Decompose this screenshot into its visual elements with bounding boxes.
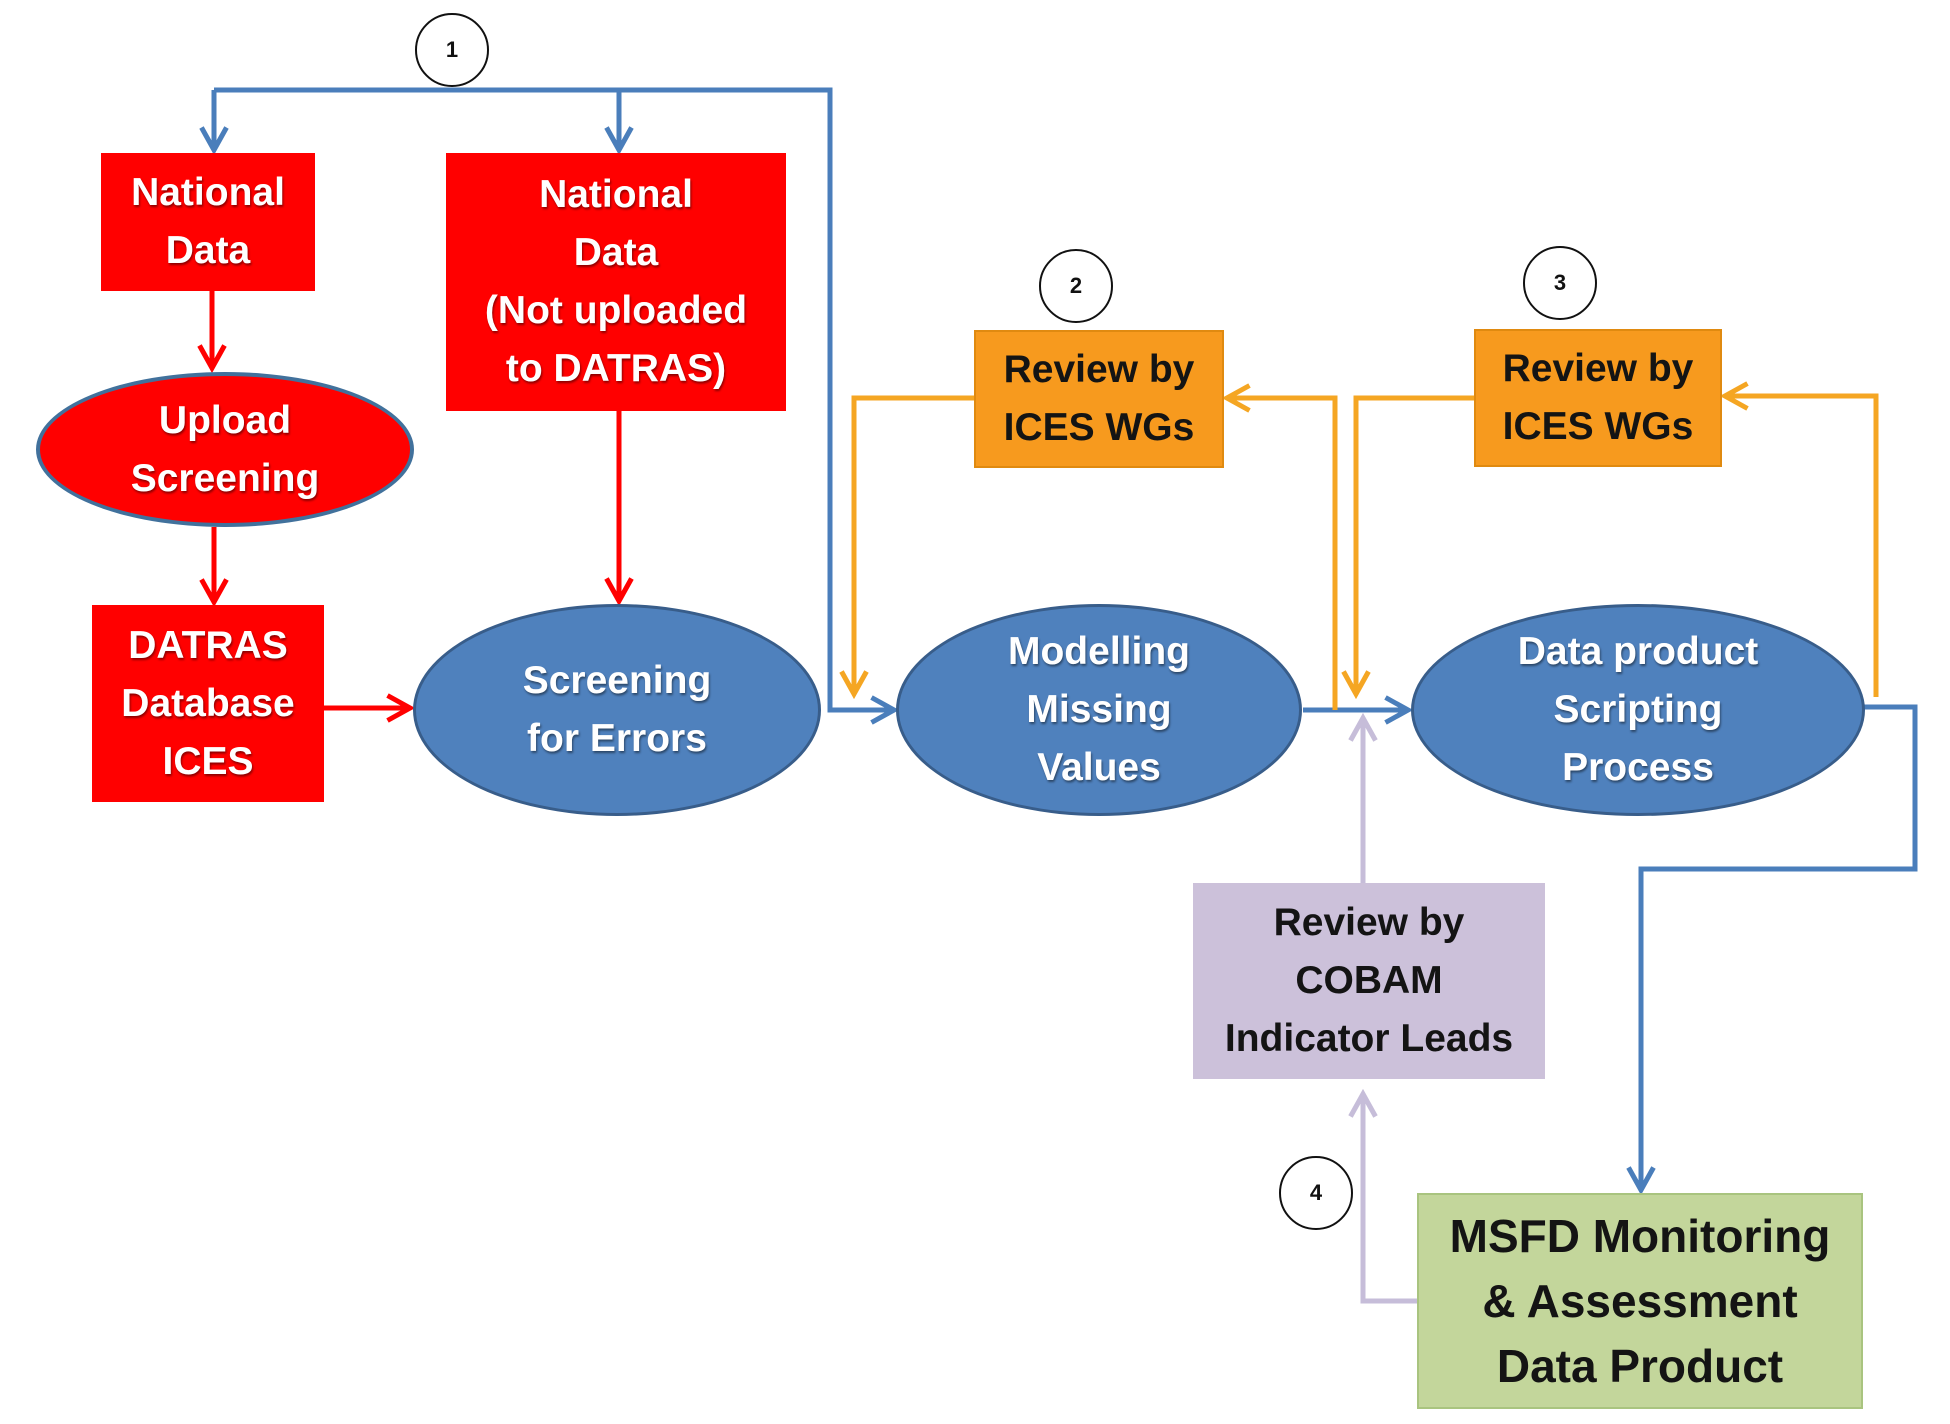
node-label-line: COBAM [1295,959,1443,1002]
arrow-review-b-to-data-product [1356,395,1474,694]
node-label-line: Review by [1003,348,1195,391]
datras-database-box: DATRAS Database ICES [92,605,324,802]
step-marker-1: 1 [415,13,489,87]
node-label-line: Data Product [1496,1339,1784,1392]
arrow-msfd-to-cobam [1363,1094,1417,1304]
review-ices-wgs-box-a: Review by ICES WGs [974,330,1224,468]
node-label-line: & Assessment [1482,1274,1798,1327]
step-number: 2 [1069,273,1083,298]
node-label-line: ICES WGs [1502,405,1694,448]
step-marker-2: 2 [1039,249,1113,323]
step-marker-3: 3 [1523,246,1597,320]
node-label-line: Database [121,681,295,725]
node-label-line: Scripting [1553,688,1723,731]
node-label-line: to DATRAS) [505,347,727,390]
node-label-line: Modelling [1008,630,1190,673]
node-label-line: Indicator Leads [1224,1017,1514,1060]
review-cobam-box: Review by COBAM Indicator Leads [1193,883,1545,1079]
step-number: 1 [445,37,459,62]
national-data-box: National Data [101,153,315,291]
msfd-data-product-box: MSFD Monitoring & Assessment Data Produc… [1417,1193,1863,1409]
node-label-line: Process [1562,746,1714,789]
node-label-line: Screening [522,659,712,702]
node-label-line: for Errors [527,717,707,760]
step-number: 4 [1309,1180,1323,1205]
node-label-line: Data [573,231,659,274]
arrow-data-product-to-msfd [1641,704,1918,1190]
node-label-line: Missing [1026,688,1172,731]
arrow-review-a-to-modelling [854,395,974,694]
node-label-line: (Not uploaded [484,289,748,332]
screening-for-errors-ellipse: Screening for Errors [413,604,821,816]
node-label-line: National [539,173,693,216]
node-label-line: Review by [1502,347,1694,390]
data-product-scripting-ellipse: Data product Scripting Process [1411,604,1865,816]
review-ices-wgs-box-b: Review by ICES WGs [1474,329,1722,467]
arrow-modelling-to-review-a [1227,398,1338,710]
step-number: 3 [1553,270,1567,295]
node-label-line: ICES [162,739,254,783]
step-marker-4: 4 [1279,1156,1353,1230]
node-label-line: MSFD Monitoring [1449,1209,1831,1262]
node-label-line: DATRAS [128,623,288,667]
node-label-line: Data product [1517,630,1759,673]
node-label-line: Values [1037,746,1161,789]
upload-screening-ellipse: Upload Screening [36,372,414,527]
node-label-line: Upload [158,398,292,442]
node-label-line: Data [165,229,251,272]
node-label-line: Screening [130,456,320,500]
node-label-line: National [131,171,285,214]
node-label-line: Review by [1273,901,1465,944]
arrow-data-product-to-review-b [1725,396,1879,697]
connector-step1-to-modelling [214,87,894,710]
modelling-missing-values-ellipse: Modelling Missing Values [896,604,1302,816]
node-label-line: ICES WGs [1003,406,1195,449]
national-data-not-uploaded-box: National Data (Not uploaded to DATRAS) [446,153,786,411]
